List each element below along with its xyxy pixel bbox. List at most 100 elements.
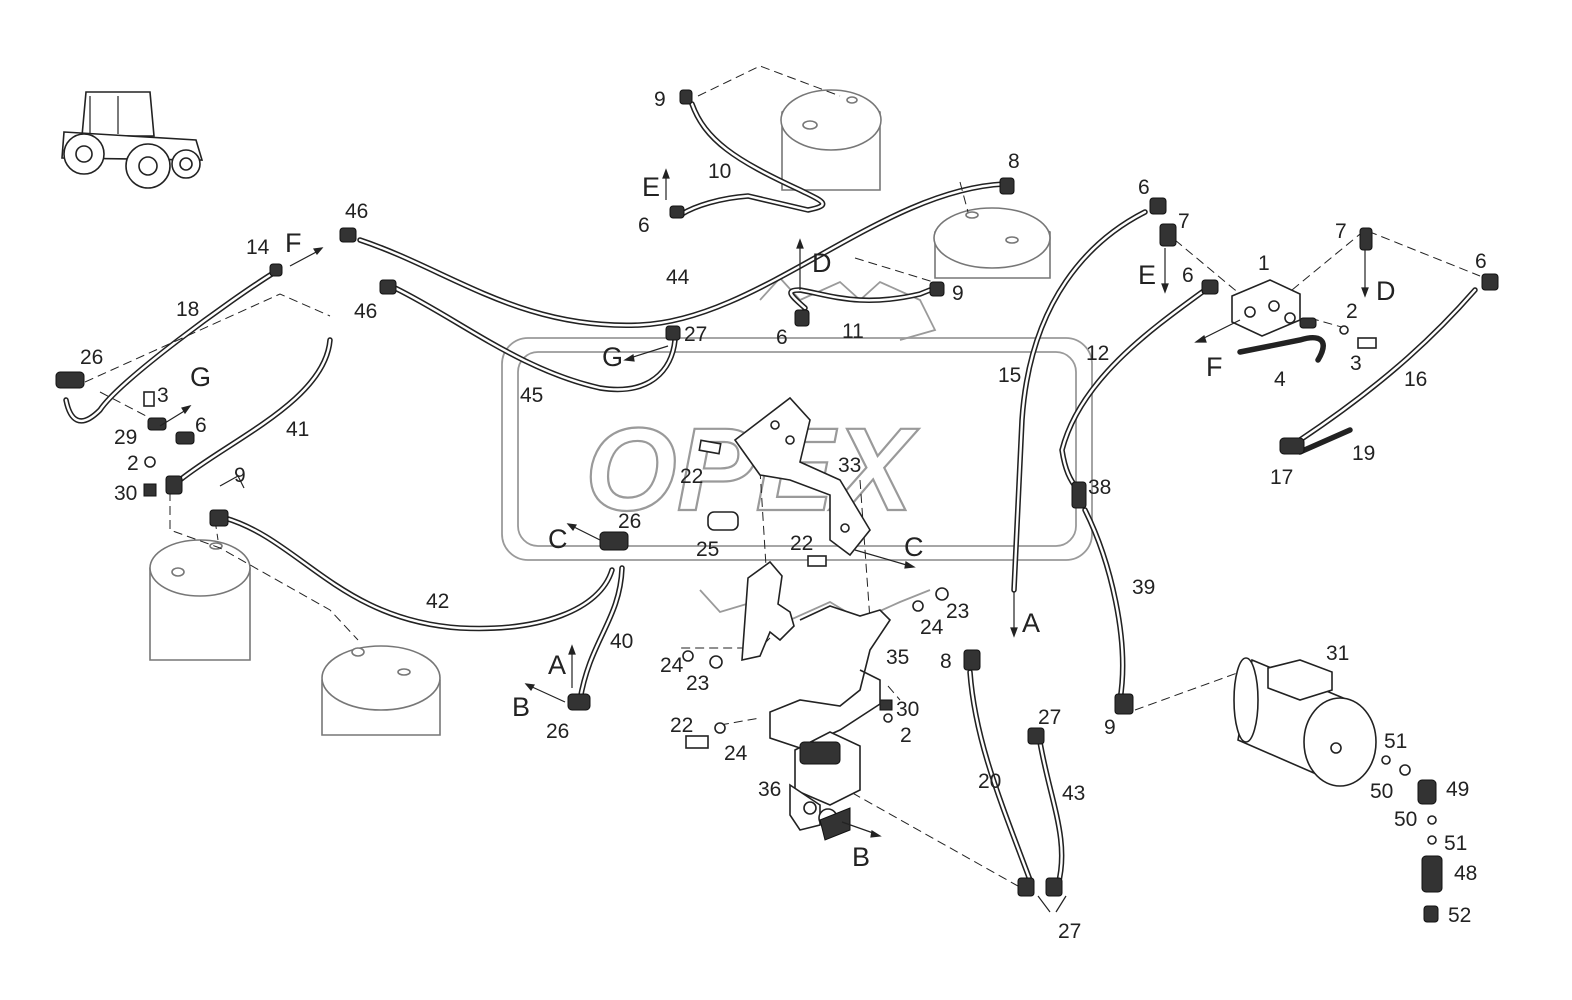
label-14: 14 (246, 236, 270, 259)
label-23: 23 (946, 600, 969, 623)
marker-e: E (642, 172, 660, 202)
label-50: 50 (1394, 808, 1417, 831)
label-6: 6 (1182, 264, 1194, 287)
tractor-icon (61, 91, 204, 189)
connection-markers: E F D G G E D F C C A A B B (190, 172, 1396, 872)
marker-e: E (1138, 260, 1156, 290)
label-3: 3 (1350, 352, 1362, 375)
label-9: 9 (654, 88, 666, 111)
label-6: 6 (776, 326, 788, 349)
label-3: 3 (157, 384, 169, 407)
label-41: 41 (286, 418, 309, 441)
watermark-text: OPEX (585, 404, 919, 536)
label-2: 2 (1346, 300, 1358, 323)
air-tank-top (780, 89, 882, 191)
label-24: 24 (920, 616, 944, 639)
label-24: 24 (724, 742, 748, 765)
label-48: 48 (1454, 862, 1477, 885)
label-35: 35 (886, 646, 909, 669)
label-27: 27 (1058, 920, 1081, 943)
label-11: 11 (842, 320, 864, 343)
label-10: 10 (708, 160, 731, 183)
marker-a: A (548, 650, 566, 680)
marker-b: B (512, 692, 530, 722)
label-23: 23 (686, 672, 709, 695)
label-27: 27 (1038, 706, 1061, 729)
label-1: 1 (1258, 252, 1270, 275)
label-22: 22 (680, 465, 703, 488)
label-6: 6 (195, 414, 207, 437)
label-43: 43 (1062, 782, 1085, 805)
label-15: 15 (998, 364, 1021, 387)
label-40: 40 (610, 630, 633, 653)
label-9: 9 (1104, 716, 1116, 739)
label-29: 29 (114, 426, 137, 449)
label-27: 27 (684, 323, 707, 346)
marker-g: G (602, 342, 623, 372)
label-26: 26 (546, 720, 569, 743)
label-8: 8 (940, 650, 952, 673)
label-16: 16 (1404, 368, 1427, 391)
marker-c: C (548, 524, 568, 554)
bracket-33 (733, 396, 871, 557)
fittings (55, 89, 1499, 923)
label-22: 22 (670, 714, 693, 737)
label-30: 30 (896, 698, 919, 721)
brake-valve-36 (789, 731, 861, 841)
bracket-35 (741, 560, 892, 749)
air-tank-bottom (321, 645, 441, 736)
label-26: 26 (618, 510, 641, 533)
label-22: 22 (790, 532, 813, 555)
label-2: 2 (900, 724, 912, 747)
label-33: 33 (838, 454, 861, 477)
label-17: 17 (1270, 466, 1293, 489)
part-labels: 9 10 6 8 46 46 14 18 44 6 11 9 27 26 3 2… (80, 88, 1487, 943)
label-2: 2 (127, 452, 139, 475)
label-19: 19 (1352, 442, 1375, 465)
label-46: 46 (354, 300, 377, 323)
label-42: 42 (426, 590, 449, 613)
label-18: 18 (176, 298, 199, 321)
label-50: 50 (1370, 780, 1393, 803)
label-36: 36 (758, 778, 781, 801)
label-12: 12 (1086, 342, 1109, 365)
label-9: 9 (952, 282, 964, 305)
label-6: 6 (1475, 250, 1487, 273)
label-51: 51 (1444, 832, 1467, 855)
marker-d: D (1376, 276, 1396, 306)
direction-arrows (159, 168, 1369, 913)
marker-d: D (812, 248, 832, 278)
marker-b: B (852, 842, 870, 872)
label-6: 6 (638, 214, 650, 237)
air-tank-upper-right (933, 207, 1051, 279)
watermark: OPEX (501, 276, 1093, 622)
valve-block-1 (1231, 279, 1301, 337)
label-46: 46 (345, 200, 368, 223)
label-38: 38 (1088, 476, 1111, 499)
label-51: 51 (1384, 730, 1407, 753)
label-25: 25 (696, 538, 719, 561)
label-52: 52 (1448, 904, 1471, 927)
marker-f: F (285, 228, 302, 258)
label-44: 44 (666, 266, 690, 289)
hoses (63, 101, 1478, 888)
label-6: 6 (1138, 176, 1150, 199)
air-tank-left (149, 539, 251, 661)
label-49: 49 (1446, 778, 1469, 801)
label-24: 24 (660, 654, 684, 677)
air-tank-31 (1233, 657, 1377, 787)
marker-f: F (1206, 352, 1223, 382)
label-4: 4 (1274, 368, 1286, 391)
label-45: 45 (520, 384, 543, 407)
label-7: 7 (1335, 220, 1347, 243)
marker-g: G (190, 362, 211, 392)
label-20: 20 (978, 770, 1001, 793)
label-8: 8 (1008, 150, 1020, 173)
bolts (682, 439, 949, 749)
label-39: 39 (1132, 576, 1155, 599)
marker-c: C (904, 532, 924, 562)
label-30: 30 (114, 482, 137, 505)
label-26: 26 (80, 346, 103, 369)
